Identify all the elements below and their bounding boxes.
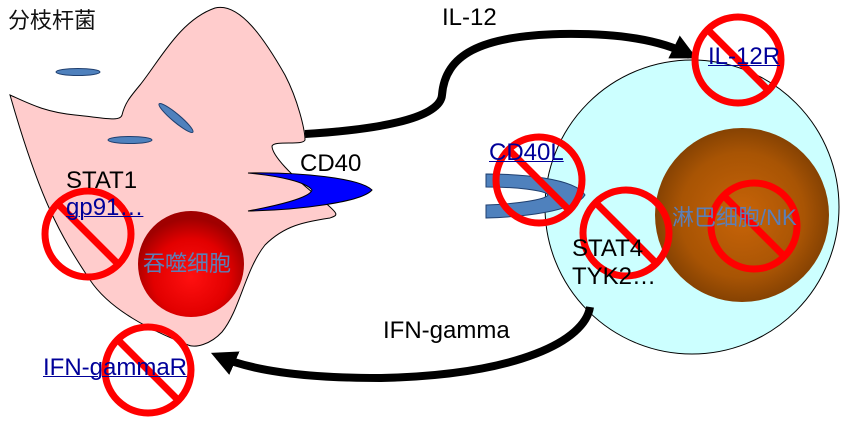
phagocyte-cell-name: 吞噬细胞: [143, 251, 232, 276]
ifn-gamma-receptor-link[interactable]: IFN-gammaR: [43, 354, 188, 381]
stat1-label: STAT1: [66, 167, 138, 194]
cd40-label: CD40: [300, 150, 362, 177]
tyk2-label: TYK2…: [572, 263, 657, 290]
gp91-link[interactable]: gp91…: [66, 194, 144, 221]
prohibition-icon-il12r: [691, 13, 785, 107]
macrophage-cell: [9, 6, 337, 347]
il12-receptor-link[interactable]: IL-12R: [708, 43, 781, 70]
il12-arrow: [304, 29, 697, 138]
vesicle: [107, 136, 153, 144]
cd40l-ligand: [485, 173, 586, 219]
phagocyte-nucleus: [138, 211, 244, 317]
vesicle: [55, 68, 101, 76]
prohibition-icon-stat4: [579, 186, 673, 280]
cd40l-link[interactable]: CD40L: [489, 139, 564, 166]
cd40-receptor: [247, 172, 373, 212]
prohibition-icon-cd40l: [492, 133, 586, 227]
ifn-gamma-label: IFN-gamma: [383, 317, 510, 344]
il12-label: IL-12: [442, 4, 497, 31]
stat4-label: STAT4: [572, 235, 644, 262]
ifn-gamma-arrow: [210, 306, 594, 383]
prohibition-icon-ifn-gamma-receptor: [101, 323, 195, 417]
pathogen-title: 分枝杆菌: [8, 8, 97, 33]
prohibition-icon-gp91: [41, 187, 135, 281]
vesicle: [158, 103, 194, 133]
prohibition-icon-lymphocyte: [707, 179, 801, 273]
lymphocyte-cell-name: 淋巴细胞/NK: [672, 205, 797, 230]
